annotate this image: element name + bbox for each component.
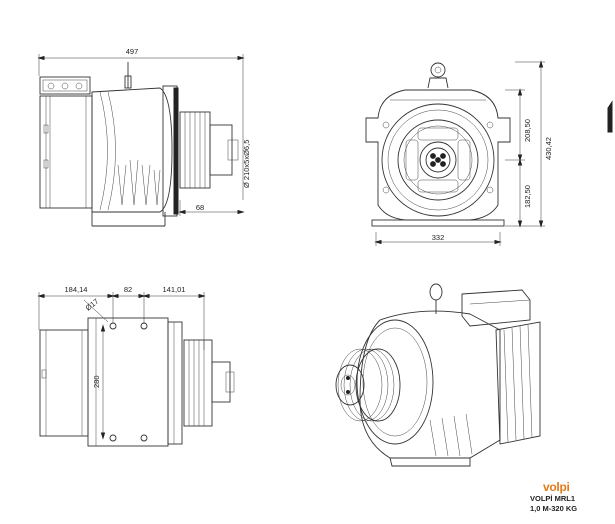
dim-offset-68: 68: [196, 203, 204, 212]
dim-top-width: 497: [126, 47, 139, 56]
model-name: VOLPİ MRL1: [530, 494, 576, 503]
side-view: 497: [37, 47, 251, 227]
dim-height-upper: 208,50: [523, 119, 532, 142]
dim-hole-diameter: Ø17: [84, 297, 101, 313]
isometric-view: [335, 283, 541, 467]
top-view: 184,14 82 141,01 Ø17 280: [37, 285, 235, 447]
dim-height-total: 430,42: [544, 137, 553, 160]
dim-bottom-left: 184,14: [65, 285, 88, 294]
volpi-logo: volpi: [543, 480, 570, 494]
dim-bottom-right: 141,01: [163, 285, 186, 294]
brand-block: volpi VOLPİ MRL1 1,0 M-320 KG: [530, 480, 610, 514]
dim-shaft: Ø 210x5xØ6,5: [242, 140, 251, 188]
front-view: 208,50 430,42 182,50 332: [365, 60, 613, 246]
dim-bolt-span: 280: [92, 375, 101, 388]
dim-front-width: 332: [432, 233, 445, 242]
dim-bottom-mid: 82: [124, 285, 132, 294]
model-spec: 1,0 M-320 KG: [530, 504, 578, 513]
dim-height-lower: 182,50: [523, 185, 532, 208]
